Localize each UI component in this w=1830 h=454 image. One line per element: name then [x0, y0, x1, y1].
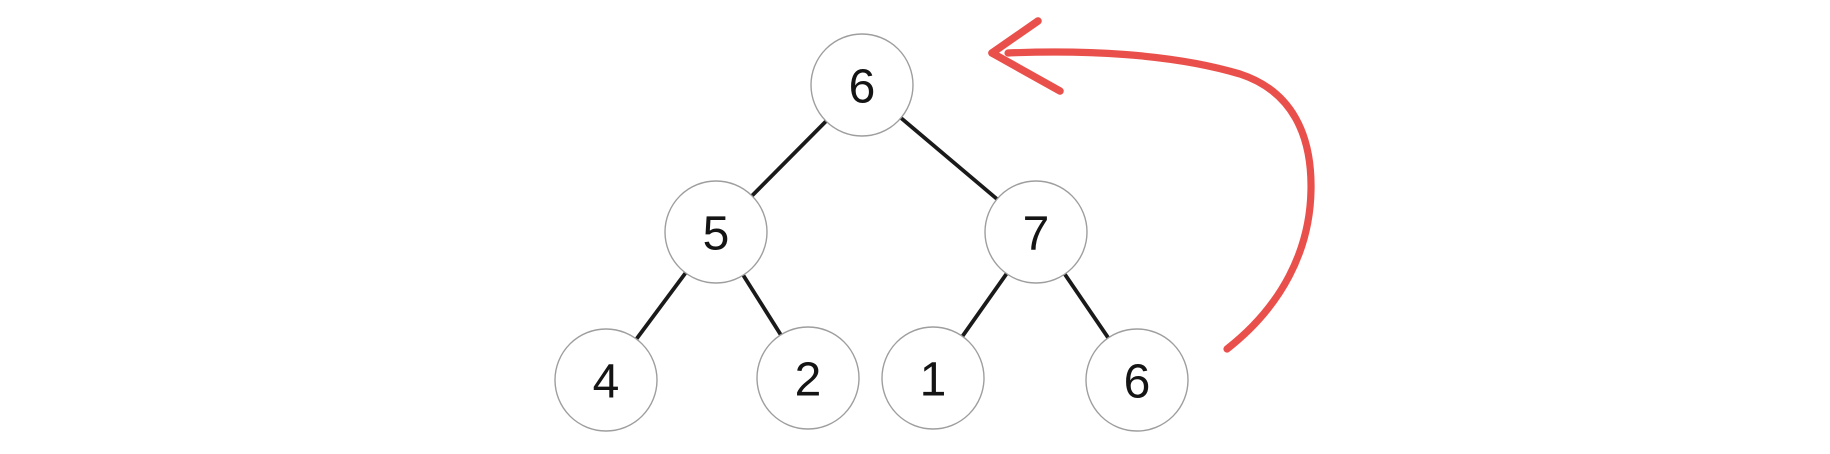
- tree-node-root: 6: [810, 33, 914, 137]
- tree-node-label: 6: [849, 60, 876, 113]
- tree-node-rr: 6: [1085, 328, 1189, 432]
- tree-node-circle: [1085, 328, 1189, 432]
- tree-node-label: 2: [795, 353, 822, 406]
- tree-node-label: 1: [920, 353, 947, 406]
- tree-node-l: 5: [664, 180, 768, 284]
- tree-node-label: 5: [703, 207, 730, 260]
- tree-node-label: 6: [1124, 355, 1151, 408]
- tree-node-circle: [664, 180, 768, 284]
- tree-node-circle: [881, 326, 985, 430]
- tree-node-label: 7: [1023, 207, 1050, 260]
- tree-node-circle: [984, 180, 1088, 284]
- tree-node-ll: 4: [554, 328, 658, 432]
- tree-node-circle: [756, 326, 860, 430]
- tree-node-rl: 1: [881, 326, 985, 430]
- annotation-arrow-head-icon: [988, 49, 1064, 95]
- annotation-arrow-head-icon: [988, 17, 1042, 57]
- tree-node-lr: 2: [756, 326, 860, 430]
- annotation-arrow-shaft: [1004, 48, 1315, 353]
- tree-node-circle: [810, 33, 914, 137]
- tree-node-circle: [554, 328, 658, 432]
- tree-node-label: 4: [593, 355, 620, 408]
- tree-node-r: 7: [984, 180, 1088, 284]
